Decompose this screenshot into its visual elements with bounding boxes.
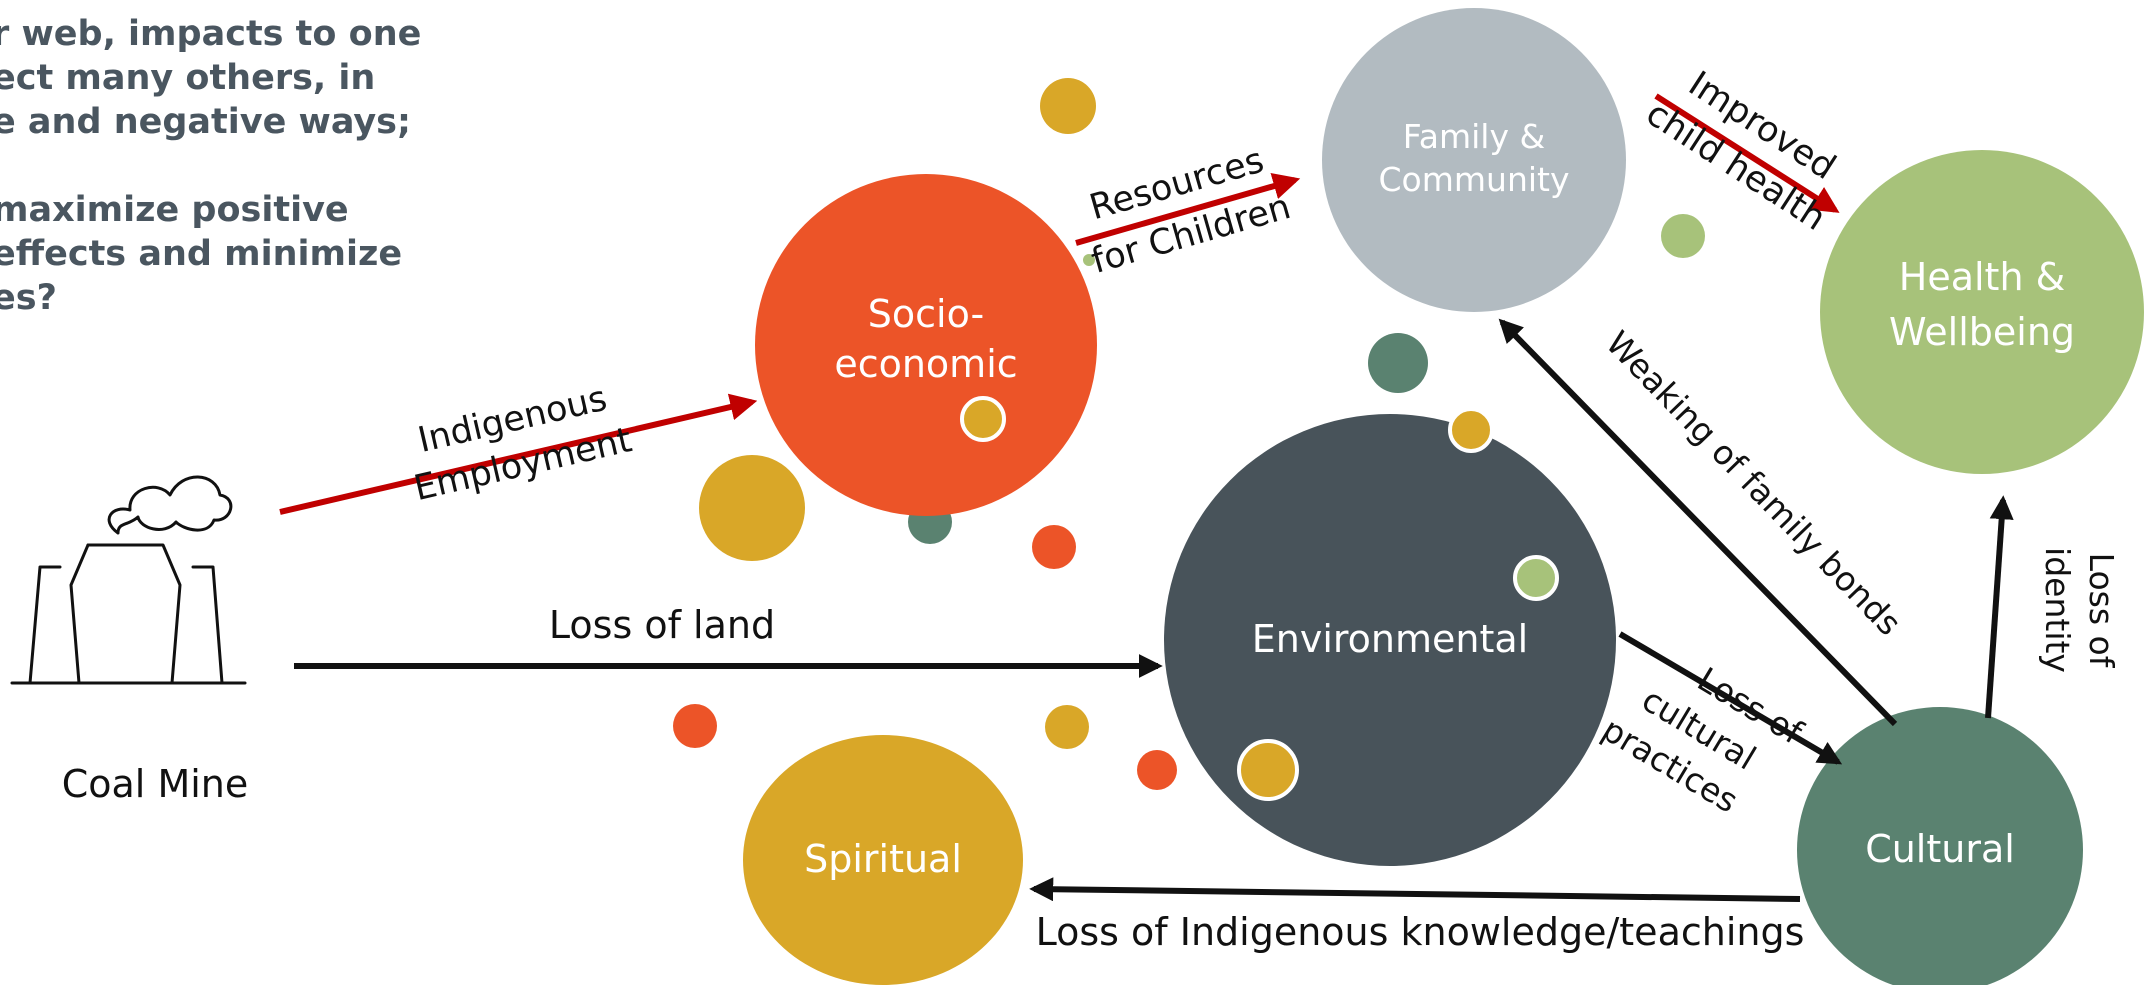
node-cultural: Cultural <box>1797 707 2083 985</box>
intro-line: maximize positive <box>0 190 349 230</box>
node-label: Cultural <box>1865 827 2015 871</box>
decorative-dot <box>1448 407 1494 453</box>
decorative-dot <box>699 455 805 561</box>
decorative-dot <box>1032 525 1076 569</box>
node-label: economic <box>834 342 1017 386</box>
node-environmental: Environmental <box>1164 407 1616 866</box>
decorative-dot <box>1040 78 1096 134</box>
arrow-resources-for-children: Resources for Children <box>1075 141 1301 282</box>
arrow-loss-of-identity: Loss of identity <box>1985 495 2121 719</box>
arrow-label: Loss of Indigenous knowledge/teachings <box>1036 910 1805 954</box>
intro-line: es? <box>0 278 57 318</box>
intro-line: e and negative ways; <box>0 102 412 142</box>
arrow-loss-of-indigenous-knowledge: Loss of Indigenous knowledge/teachings <box>1029 877 1805 954</box>
arrow-label: Loss of <box>2082 553 2121 669</box>
node-label: Socio- <box>868 292 985 336</box>
arrow-loss-of-cultural-practices: Loss of cultural practices <box>1596 631 1843 821</box>
decorative-dot <box>1661 214 1705 258</box>
node-label: Community <box>1379 160 1570 199</box>
decorative-dot <box>960 396 1006 442</box>
intro-line: effects and minimize <box>0 234 403 274</box>
decorative-dot <box>1237 739 1299 801</box>
node-label: Environmental <box>1252 617 1528 661</box>
node-family-community: Family & Community <box>1322 8 1626 312</box>
intro-line: ect many others, in <box>0 58 376 98</box>
node-label: Wellbeing <box>1889 310 2075 354</box>
arrow-improved-child-health: Improved child health <box>1639 64 1843 239</box>
node-label: Spiritual <box>804 837 962 881</box>
node-spiritual: Spiritual <box>743 735 1023 985</box>
arrow-indigenous-employment: Indigenous Employment <box>279 379 758 515</box>
node-health-wellbeing: Health & Wellbeing <box>1820 150 2144 474</box>
coal-mine-icon <box>10 475 247 685</box>
node-label: Health & <box>1899 255 2066 299</box>
decorative-dot <box>1137 750 1177 790</box>
arrow-loss-of-land: Loss of land <box>294 603 1163 678</box>
intro-line: r web, impacts to one <box>0 14 422 54</box>
decorative-dot <box>673 704 717 748</box>
node-label: Family & <box>1403 117 1545 156</box>
coal-mine-label: Coal Mine <box>62 762 249 806</box>
arrow-label: identity <box>2038 547 2077 673</box>
decorative-dot <box>1368 333 1428 393</box>
decorative-dot <box>1045 705 1089 749</box>
decorative-dot <box>1513 555 1559 601</box>
intro-text: r web, impacts to one ect many others, i… <box>0 12 492 320</box>
node-socio-economic: Socio- economic <box>755 174 1097 516</box>
arrow-label: Loss of land <box>549 603 775 647</box>
decorative-dot <box>1083 254 1095 266</box>
